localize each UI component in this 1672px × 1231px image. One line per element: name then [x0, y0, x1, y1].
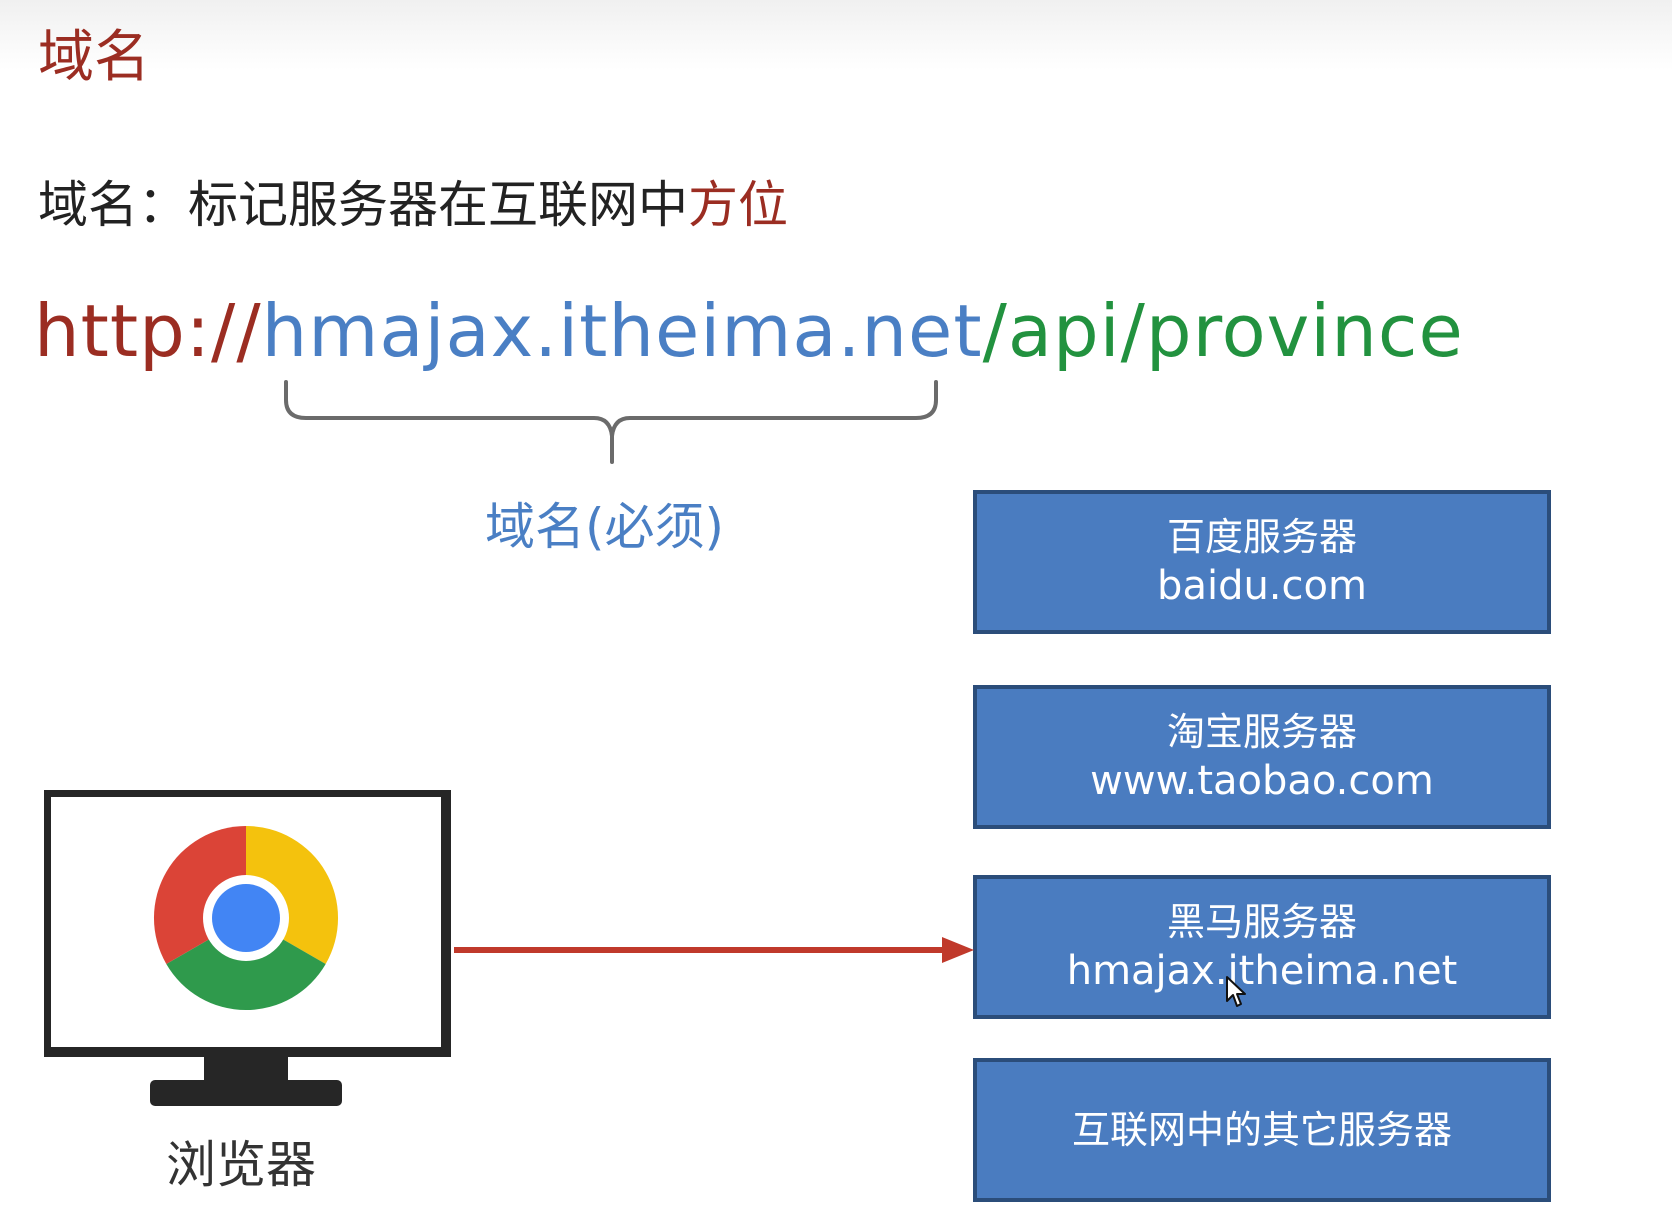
server-domain: hmajax.itheima.net [1066, 948, 1458, 994]
example-url: http://hmajax.itheima.net/api/province [34, 283, 1464, 379]
definition-text: 域名：标记服务器在互联网中方位 [38, 172, 788, 238]
server-domain: www.taobao.com [1090, 758, 1434, 804]
mouse-cursor-icon [1226, 976, 1246, 1007]
domain-brace [284, 380, 938, 464]
url-scheme: http:// [34, 289, 262, 373]
server-name: 淘宝服务器 [1166, 710, 1357, 754]
domain-required-label: 域名(必须) [485, 498, 725, 556]
definition-highlight: 方位 [688, 176, 788, 234]
server-name: 黑马服务器 [1166, 900, 1357, 944]
url-path: /api/province [982, 289, 1464, 373]
server-others: 互联网中的其它服务器 [973, 1058, 1551, 1202]
browser-label: 浏览器 [166, 1136, 316, 1194]
definition-prefix: 域名：标记服务器在互联网中 [38, 176, 688, 234]
server-baidu: 百度服务器 baidu.com [973, 490, 1551, 634]
server-taobao: 淘宝服务器 www.taobao.com [973, 685, 1551, 829]
chrome-icon [153, 826, 339, 1011]
page-title: 域名 [38, 25, 150, 90]
server-itheima: 黑马服务器 hmajax.itheima.net [973, 875, 1551, 1019]
url-domain: hmajax.itheima.net [261, 289, 983, 373]
monitor-icon [44, 790, 451, 1106]
server-domain: baidu.com [1157, 563, 1367, 609]
request-arrow [454, 937, 974, 963]
server-name: 百度服务器 [1166, 515, 1357, 559]
server-name: 互联网中的其它服务器 [1071, 1108, 1452, 1152]
